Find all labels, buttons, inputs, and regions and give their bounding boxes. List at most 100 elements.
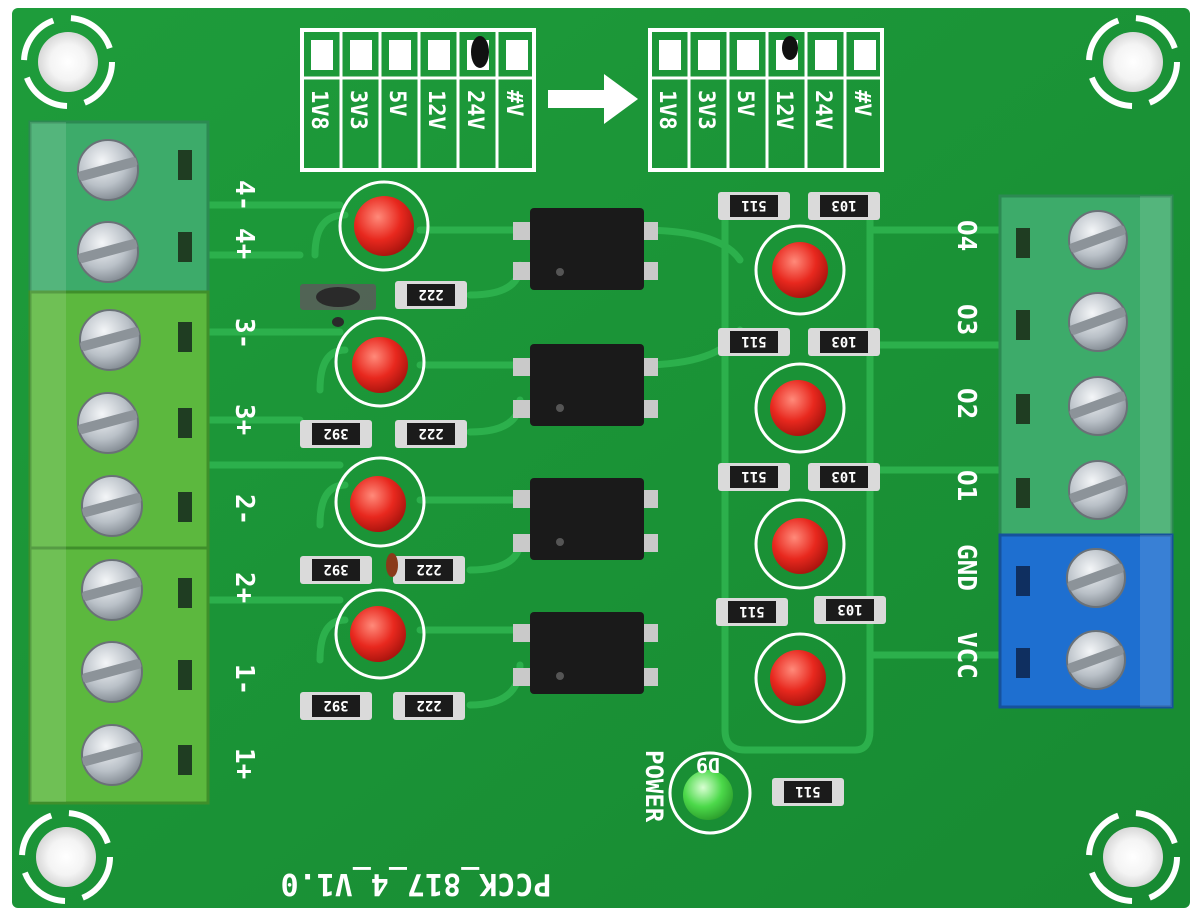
output-label-gnd: GND [951,544,981,591]
table-left-header-2: 12V [423,90,448,130]
screw [1066,548,1126,608]
led-input-3 [334,316,426,408]
svg-text:103: 103 [831,197,856,213]
model-silkscreen: PCCK_817_4_V1.0 [281,866,552,901]
table-right-header-1: 24V [810,90,835,130]
output-label-o3: O3 [951,304,981,335]
screw [1066,630,1126,690]
svg-text:103: 103 [837,601,862,617]
mounting-hole-tl [21,15,115,109]
screw [81,641,143,703]
copper-traces [201,201,1004,754]
screw [77,392,139,454]
output-label-vcc: VCC [951,632,981,679]
led-input-1 [334,588,426,680]
resistor-output-a-1: 511 [716,598,788,626]
resistor-output-b-1: 103 [814,596,886,624]
solder-blemish [300,284,398,577]
svg-text:511: 511 [741,333,766,349]
power-led-ref: D9 [696,753,720,777]
svg-text:222: 222 [416,697,441,713]
table-right-header-4: 3V3 [693,90,718,130]
table-left-header-4: 3V3 [345,90,370,130]
resistor-series-3: 392 [300,420,372,448]
led-output-4 [754,224,846,316]
input-label-1-: 1- [229,664,259,695]
optocoupler-3 [513,344,658,426]
screw [1068,376,1128,436]
svg-text:222: 222 [418,286,443,302]
input-label-1+: 1+ [229,748,259,779]
input-labels: 4- 4+ 3- 3+ 2- 2+ 1- 1+ [229,180,259,779]
screw [81,559,143,621]
resistor-input-4: 222 [395,281,467,309]
led-input-4 [338,180,430,272]
smd-resistors: 222 222 222 222 392 392 392 511 103 511 … [300,192,886,806]
input-label-3+: 3+ [229,404,259,435]
table-right-header-5: 1V8 [654,90,679,130]
svg-text:222: 222 [418,425,443,441]
screw [81,724,143,786]
svg-text:392: 392 [323,425,348,441]
resistor-output-a-3: 511 [718,328,790,356]
screw [1068,210,1128,270]
input-label-4-: 4- [229,180,259,211]
svg-text:511: 511 [795,783,820,799]
solder-jumper-12v [782,36,798,60]
optocoupler-4 [513,208,658,290]
output-labels: O4 O3 O2 O1 GND VCC [951,220,981,679]
table-left-header-3: 5V [384,90,409,117]
solder-jumper-24v [471,36,489,68]
resistor-output-a-4: 511 [718,192,790,220]
table-left-header-0: #V [501,90,526,117]
led-output-2 [754,498,846,590]
resistor-series-2: 392 [300,556,372,584]
voltage-table-right: #V 24V 12V 5V 3V3 1V8 [648,28,884,172]
led-output-1 [754,632,846,724]
input-label-2-: 2- [229,494,259,525]
resistor-output-a-2: 511 [718,463,790,491]
svg-text:511: 511 [741,197,766,213]
table-right-header-3: 5V [732,90,757,117]
resistor-power: 511 [772,778,844,806]
power-label: POWER [640,750,668,823]
resistor-series-1: 392 [300,692,372,720]
svg-text:392: 392 [323,561,348,577]
input-leds [334,180,430,680]
output-label-o1: O1 [951,470,981,501]
resistor-input-1: 222 [393,692,465,720]
svg-text:511: 511 [739,603,764,619]
arrow-right [548,74,638,124]
table-right-header-0: #V [849,90,874,117]
resistor-input-2: 222 [393,556,465,584]
svg-text:103: 103 [831,333,856,349]
input-label-3-: 3- [229,318,259,349]
screw [79,309,141,371]
screw [77,221,139,283]
resistor-output-b-4: 103 [808,192,880,220]
resistor-input-3: 222 [395,420,467,448]
optocoupler-1 [513,612,658,694]
table-right-header-2: 12V [771,90,796,130]
led-power: D9 POWER [640,750,752,835]
screw [77,139,139,201]
svg-text:222: 222 [416,561,441,577]
output-terminal-block [998,194,1174,709]
input-terminal-block [28,120,210,805]
screw [81,475,143,537]
output-screws [1066,210,1128,690]
screw [1068,460,1128,520]
optocouplers [513,208,658,694]
input-label-2+: 2+ [229,572,259,603]
mounting-hole-tr [1086,15,1180,109]
table-left-header-1: 24V [462,90,487,130]
voltage-table-left: #V 24V 12V 5V 3V3 1V8 [300,28,536,172]
input-screws [77,139,143,786]
output-label-o2: O2 [951,388,981,419]
screw [1068,292,1128,352]
optocoupler-2 [513,478,658,560]
resistor-output-b-3: 103 [808,328,880,356]
output-label-o4: O4 [951,220,981,251]
mounting-holes [19,15,1180,904]
